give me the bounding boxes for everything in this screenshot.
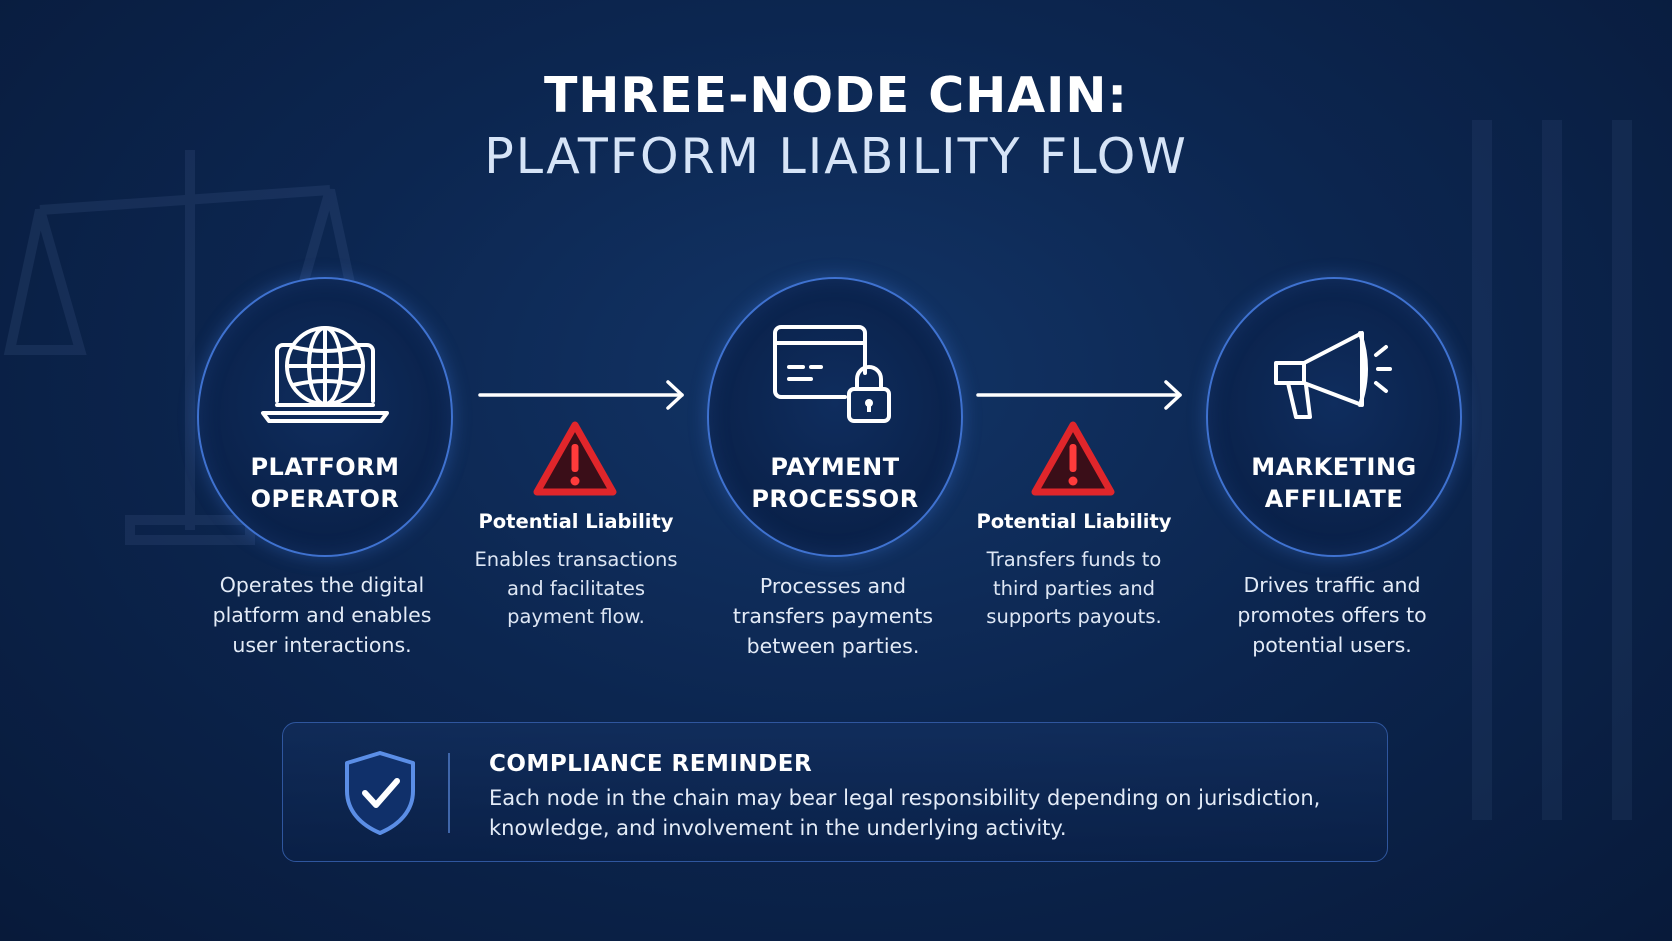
compliance-title: COMPLIANCE REMINDER [489,751,813,777]
credit-card-lock-icon [773,325,891,423]
arrow-right-icon [478,380,684,410]
description-line: supports payouts. [986,605,1162,628]
description-line: promotes offers to [1237,603,1427,627]
description-line: Operates the digital [219,573,425,597]
node-label-line: OPERATOR [250,485,400,513]
arrow-right-icon [976,380,1182,410]
description-line: Processes and [759,574,907,598]
node-label-line: AFFILIATE [1264,485,1404,513]
warning-triangle-icon [533,421,617,496]
description-line: payment flow. [507,605,645,628]
description-line: platform and enables [212,603,432,627]
node-label-line: PLATFORM [250,453,400,481]
description-line: potential users. [1252,633,1412,657]
node-platform-operator: PLATFORM OPERATOR [197,277,453,557]
description-line: user interactions. [232,633,412,657]
liability-description: Enables transactions and facilitates pay… [456,546,696,632]
node-marketing-affiliate: MARKETING AFFILIATE [1206,277,1462,557]
compliance-text: Each node in the chain may bear legal re… [489,783,1369,843]
description-line: Drives traffic and [1243,573,1421,597]
description-line: third parties and [992,576,1156,600]
divider [448,753,450,833]
node-description: Processes and transfers payments between… [703,571,963,661]
node-description: Drives traffic and promotes offers to po… [1202,570,1462,660]
description-line: between parties. [746,634,920,658]
node-label: PLATFORM OPERATOR [199,451,451,515]
node-description: Operates the digital platform and enable… [192,570,452,660]
column-decoration [1472,120,1632,820]
megaphone-icon [1274,331,1392,419]
node-payment-processor: PAYMENT PROCESSOR [707,277,963,557]
shield-check-icon [345,751,415,835]
liability-title: Potential Liability [976,510,1172,533]
node-label-line: MARKETING [1251,453,1417,481]
title-line-1: THREE-NODE CHAIN: [543,67,1129,124]
compliance-reminder-box: COMPLIANCE REMINDER Each node in the cha… [282,722,1388,862]
liability-description: Transfers funds to third parties and sup… [954,546,1194,632]
node-label: MARKETING AFFILIATE [1208,451,1460,515]
laptop-globe-icon [261,326,389,423]
description-line: and facilitates [506,576,646,600]
node-label-line: PROCESSOR [751,485,919,513]
description-line: Enables transactions [474,548,678,571]
title-line-2: PLATFORM LIABILITY FLOW [484,128,1188,185]
compliance-text-line: knowledge, and involvement in the underl… [489,816,1067,840]
diagram-title: THREE-NODE CHAIN: PLATFORM LIABILITY FLO… [0,66,1672,188]
description-line: Transfers funds to [986,548,1162,571]
description-line: transfers payments [732,604,934,628]
compliance-text-line: Each node in the chain may bear legal re… [489,786,1321,810]
liability-title: Potential Liability [478,510,674,533]
warning-triangle-icon [1031,421,1115,496]
node-label-line: PAYMENT [770,453,900,481]
node-label: PAYMENT PROCESSOR [709,451,961,515]
